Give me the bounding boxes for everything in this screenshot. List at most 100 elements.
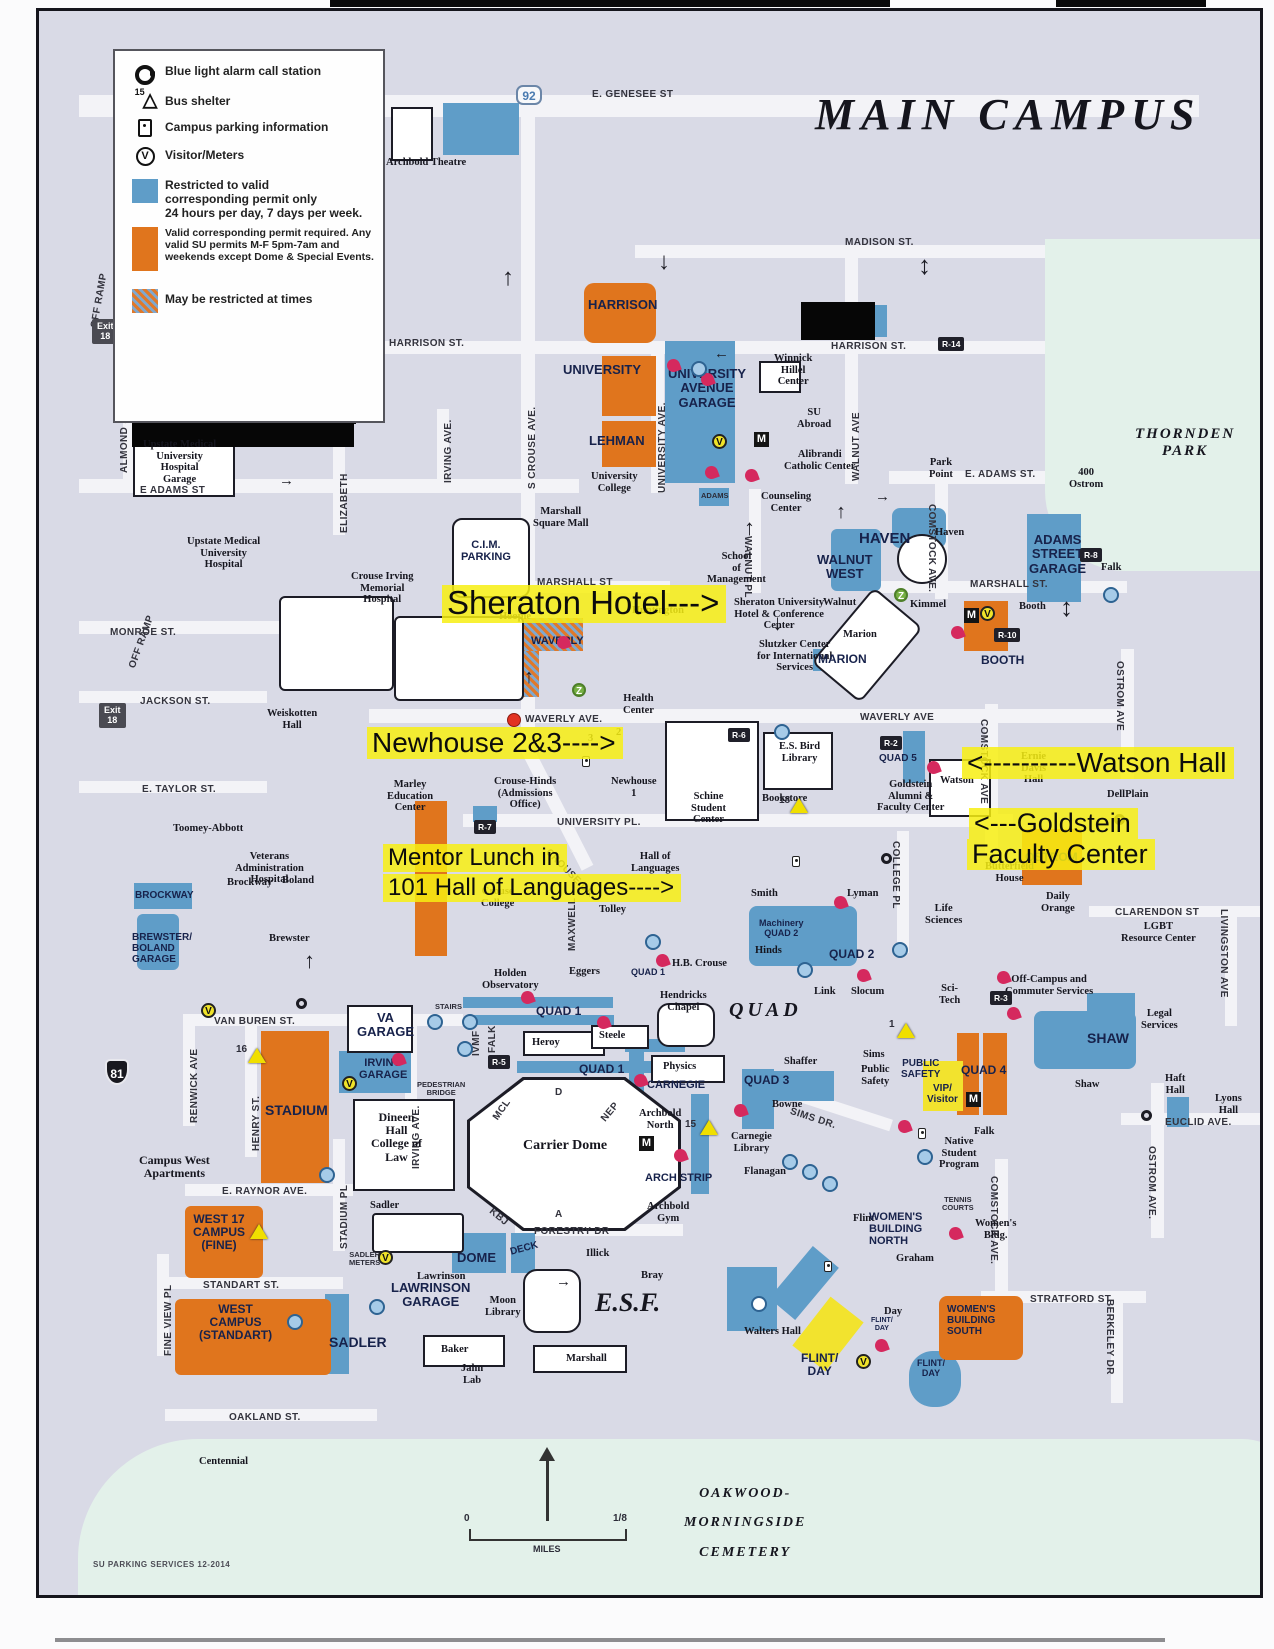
map-label: ↕ [1060,592,1073,622]
map-label: OAKLAND ST. [229,1412,301,1423]
legend-item: Valid corresponding permit required. Any… [125,227,375,271]
blue-light-marker [462,1014,478,1030]
flint-day-block [909,1351,961,1407]
area-b [871,305,887,337]
pink-marker [743,467,760,484]
v-badge: V [342,1076,357,1091]
lehman-lot [602,421,656,467]
map-label: WAVERLY AVE. [525,714,603,725]
blue-light-marker [917,1149,933,1165]
map-label: FALK [487,1025,498,1053]
street-segment [333,1139,345,1251]
map-label: FLINT/ DAY [801,1351,839,1379]
street-segment [185,1184,353,1196]
map-label: MONROE ST. [110,627,177,638]
map-label: DellPlain [1107,789,1149,800]
map-label: TENNIS COURTS [942,1195,974,1213]
legend-label: Restricted to valid corresponding permit… [165,178,363,220]
winnick-bldg [759,361,801,393]
street-segment [165,1277,343,1289]
carrier-dome-bldg [470,1080,678,1228]
map-annotation: Mentor Lunch in [383,844,568,873]
map-label: Physics [663,1061,697,1072]
scale-bar [469,1529,627,1541]
brewster-boland-garage-block [137,914,179,970]
stadium-lot [261,1031,329,1183]
map-label: STADIUM [265,1102,328,1118]
map-label: CARNEGIE [647,1079,706,1091]
map-label: LEHMAN [589,433,645,448]
map-label: FLINT/ DAY [917,1358,945,1378]
street-segment [1121,649,1134,779]
map-label: S CROUSE AVE. [527,406,538,489]
legend-label: Valid corresponding permit required. Any… [165,227,374,264]
parking-info-icon [125,119,165,137]
university-lot [602,356,656,416]
legend-item: V Visitor/Meters [125,147,244,166]
map-label: RENWICK AVE [189,1048,200,1123]
street-segment [333,439,345,535]
map-annotation: <----------Watson Hall [962,747,1234,780]
map-label: H.B. Crouse [672,958,727,969]
map-label: MARSHALL ST [537,577,613,588]
map-label: COLLEGE PL [890,841,901,909]
map-label: Upstate Medical University Hospital [187,536,261,571]
map-label: EUCLID AVE. [1165,1117,1232,1128]
va-garage-bldg [347,1005,413,1053]
street-segment [1151,1083,1164,1238]
map-label: Slutzker Center for International Servic… [757,639,833,674]
moon-library-bldg [523,1269,581,1333]
pin-badge [918,1128,926,1139]
bus-shelter-marker [790,798,808,813]
map-label: QUAD 3 [744,1073,790,1087]
adams-lot [699,488,729,506]
deck-lot [511,1233,535,1273]
blue-light-marker [1103,587,1119,603]
map-label: Walnut [823,597,857,608]
cd-badge [881,853,892,864]
map-label: C.I.M. PARKING [461,539,511,564]
map-label: OAKWOOD- MORNINGSIDE CEMETERY [684,1486,807,1560]
map-label: BROCKWAY [135,890,194,901]
legend-item: Campus parking information [125,119,328,137]
restricted-hatch-swatch [125,289,165,313]
map-label: 1/8 [613,1513,627,1524]
map-label: Crouse Irving Memorial Hospital [351,571,414,606]
map-label: MADISON ST. [845,237,914,248]
blue-light-marker [774,724,790,740]
blue-light-icon [125,65,165,85]
map-label: Health Center [623,693,654,716]
z-badge: Z [572,683,586,697]
legend-box: Blue light alarm call station 15△ Bus sh… [113,49,385,423]
map-label: Slocum [851,986,885,997]
map-label: Daily Orange [1041,891,1075,914]
map-label: Marion [843,629,877,640]
map-label: ↑ [744,515,755,540]
map-annotation: <---Goldstein [969,808,1138,840]
map-label: Archbold North [639,1108,682,1131]
map-label: LGBT Resource Center [1121,921,1196,944]
map-label: STANDART ST. [203,1280,280,1291]
map-label: LIVINGSTON AVE [1218,909,1229,998]
map-label: Eggers [569,966,600,977]
map-label: Women's Bldg. [975,1218,1017,1241]
r-badge: R-7 [474,820,496,834]
map-label: School of Management [707,551,766,586]
map-label: QUAD 1 [579,1062,625,1076]
r-badge: R-5 [488,1055,510,1069]
map-label: Walters Hall [744,1326,801,1337]
hendricks-bldg [657,1003,715,1047]
map-label: Toomey-Abbott [173,823,244,834]
map-label: Heroy [532,1037,560,1048]
baker-bldg [423,1335,505,1367]
north-arrow-head [539,1447,555,1461]
west-campus-standart-lot [175,1299,331,1375]
map-label: WEST CAMPUS (STANDART) [199,1302,273,1343]
map-label: Marshall Square Mall [533,506,589,529]
map-label: → [556,1273,571,1290]
map-label: Newhouse 1 [611,776,657,799]
adams-street-garage-block [1027,514,1081,602]
map-label: E. ADAMS ST. [965,469,1036,480]
map-label: UNIVERSITY AVE. [657,402,668,493]
map-label: Kimmel [910,599,947,610]
